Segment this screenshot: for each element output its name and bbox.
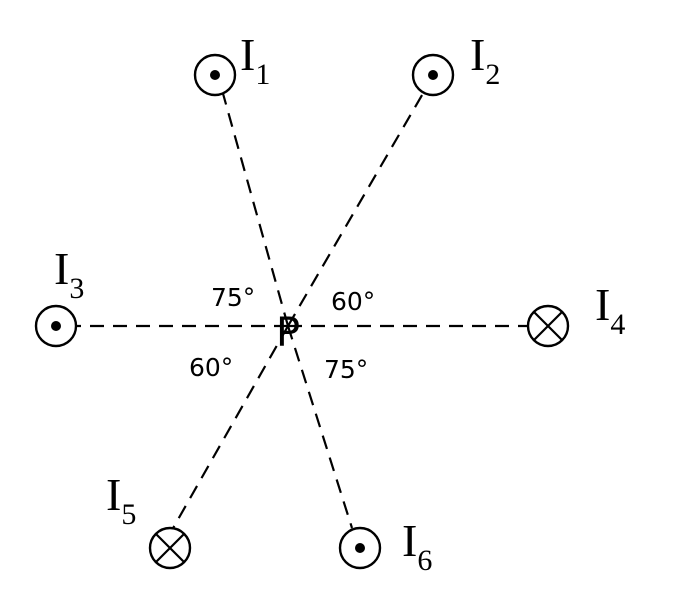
wire-label-i5: I5 [106, 469, 136, 531]
dot-mark [51, 321, 61, 331]
line-p-to-i6 [286, 325, 354, 529]
point-p-label: P [276, 310, 300, 356]
wire-label-i6: I6 [402, 515, 432, 577]
wire-label-i1: I1 [240, 29, 270, 91]
angle-label-i3-i5: 60° [189, 353, 233, 382]
wire-label-i2: I2 [470, 29, 500, 91]
angle-label-i2-i4: 60° [331, 287, 375, 316]
wire-i5: I5 [106, 469, 192, 570]
dot-mark [428, 70, 438, 80]
wire-i1: I1 [193, 29, 270, 97]
wire-label-i4: I4 [595, 279, 625, 341]
dot-mark [355, 543, 365, 553]
connector-lines [68, 89, 528, 531]
line-p-to-i5 [171, 325, 289, 531]
wire-i2: I2 [411, 29, 500, 97]
wire-i4: I4 [526, 279, 625, 348]
wire-i6: I6 [338, 515, 432, 577]
dot-mark [210, 70, 220, 80]
line-p-to-i1 [220, 89, 290, 327]
angle-label-i1-i3: 75° [211, 283, 255, 312]
cross-mark [533, 311, 563, 341]
angle-label-i4-i6: 75° [324, 355, 368, 384]
wire-i3: I3 [34, 243, 84, 348]
wire-label-i3: I3 [54, 243, 84, 305]
cross-mark [155, 533, 185, 563]
